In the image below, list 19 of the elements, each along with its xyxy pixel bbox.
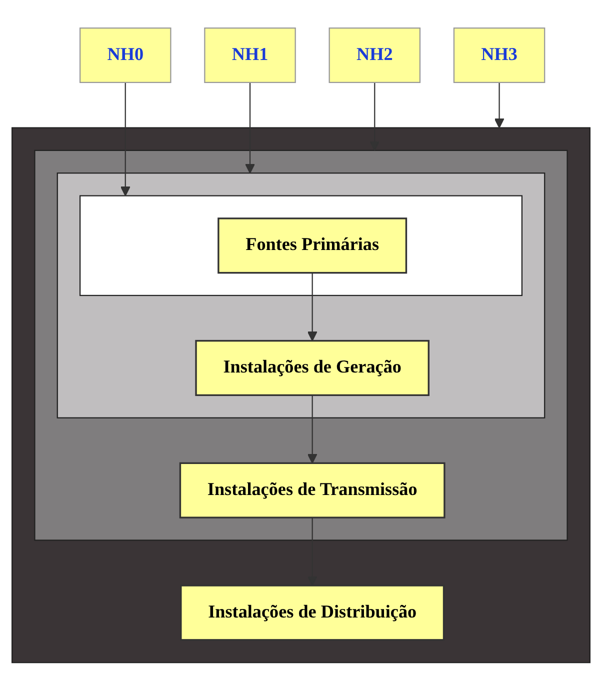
arrow xyxy=(370,82,380,151)
node-box: NH3 xyxy=(453,27,546,83)
arrow xyxy=(307,394,318,464)
node-box: Instalações de Geração xyxy=(195,340,430,396)
node-box: NH2 xyxy=(328,27,421,83)
arrow xyxy=(307,272,318,341)
arrow xyxy=(245,82,255,174)
node-box: NH0 xyxy=(79,27,172,83)
cluster xyxy=(56,172,546,418)
node-box: Instalações de Transmissão xyxy=(179,462,446,518)
arrow xyxy=(494,82,504,128)
arrow xyxy=(120,82,130,196)
cluster xyxy=(79,194,523,296)
node-box: NH1 xyxy=(204,27,296,83)
node-box: Fontes Primárias xyxy=(218,217,408,274)
cluster xyxy=(12,126,590,663)
arrow xyxy=(307,517,318,586)
cluster xyxy=(34,150,568,540)
node-box: Instalações de Distribuição xyxy=(180,584,445,640)
